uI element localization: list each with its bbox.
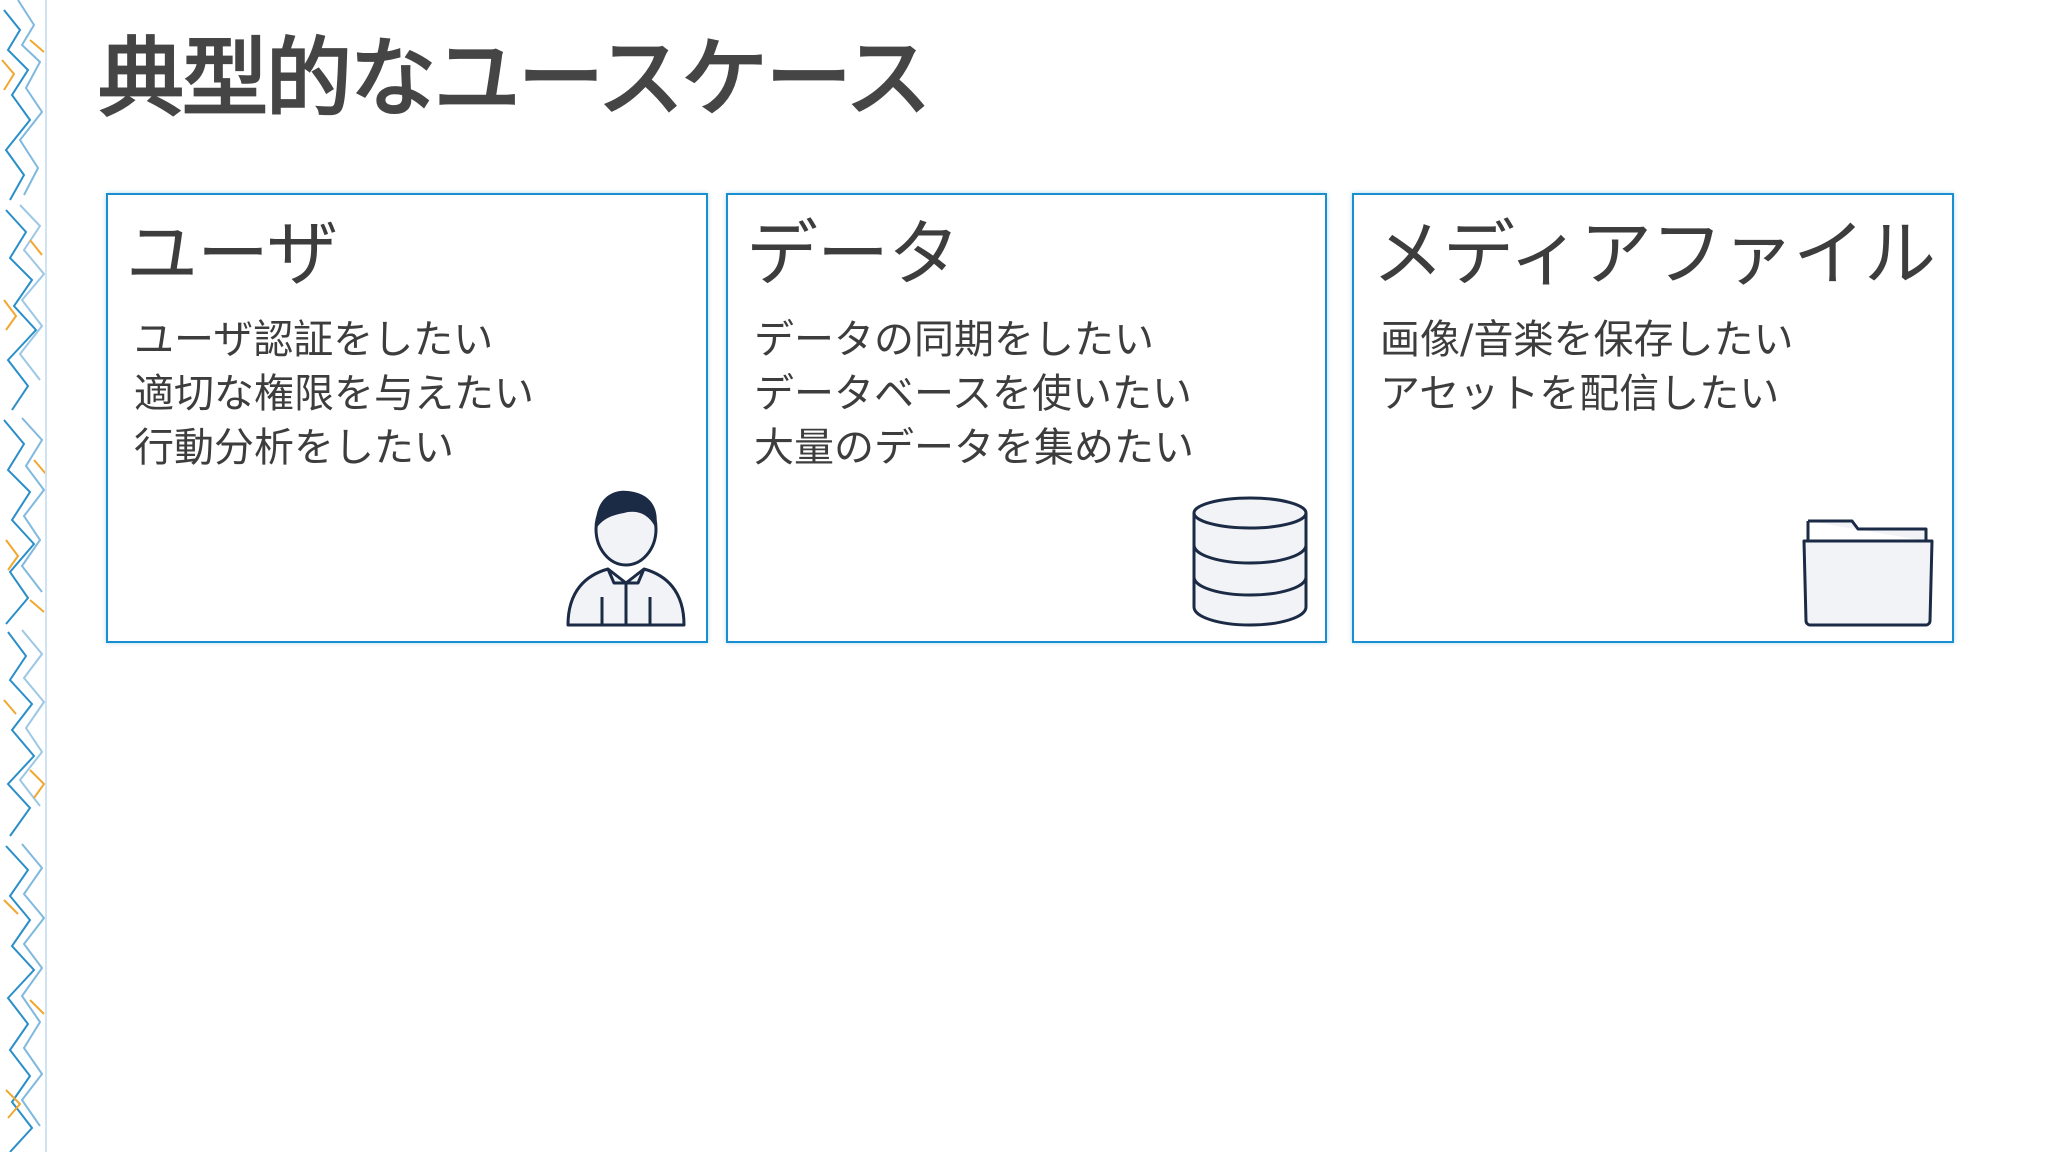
use-case-item: 行動分析をしたい — [134, 425, 454, 471]
use-case-item: ユーザ認証をしたい — [134, 317, 494, 363]
use-case-item: データベースを使いたい — [754, 371, 1192, 417]
use-case-item: アセットを配信したい — [1380, 371, 1780, 417]
use-case-item: 画像/音楽を保存したい — [1380, 317, 1794, 363]
use-case-item: 適切な権限を与えたい — [134, 371, 534, 417]
card-title: ユーザ — [126, 212, 339, 296]
use-case-list: ユーザ認証をしたい 適切な権限を与えたい 行動分析をしたい — [134, 313, 534, 475]
circuit-pattern-graphic — [1, 0, 47, 1152]
use-case-card-media-files: メディアファイル 画像/音楽を保存したい アセットを配信したい — [1352, 193, 1954, 643]
card-title: データ — [746, 212, 960, 296]
use-case-list: 画像/音楽を保存したい アセットを配信したい — [1380, 313, 1793, 421]
user-icon — [566, 490, 686, 627]
use-case-item: データの同期をしたい — [754, 317, 1154, 363]
use-case-card-user: ユーザ ユーザ認証をしたい 適切な権限を与えたい 行動分析をしたい — [106, 193, 708, 643]
folder-icon — [1802, 519, 1934, 627]
decorative-circuit-strip — [0, 0, 48, 1152]
use-case-card-data: データ データの同期をしたい データベースを使いたい 大量のデータを集めたい — [726, 193, 1327, 643]
use-case-item: 大量のデータを集めたい — [754, 425, 1194, 471]
use-case-list: データの同期をしたい データベースを使いたい 大量のデータを集めたい — [754, 313, 1194, 475]
slide-title: 典型的なユースケース — [98, 29, 931, 129]
card-title: メディアファイル — [1372, 212, 1936, 296]
database-icon — [1192, 496, 1308, 627]
